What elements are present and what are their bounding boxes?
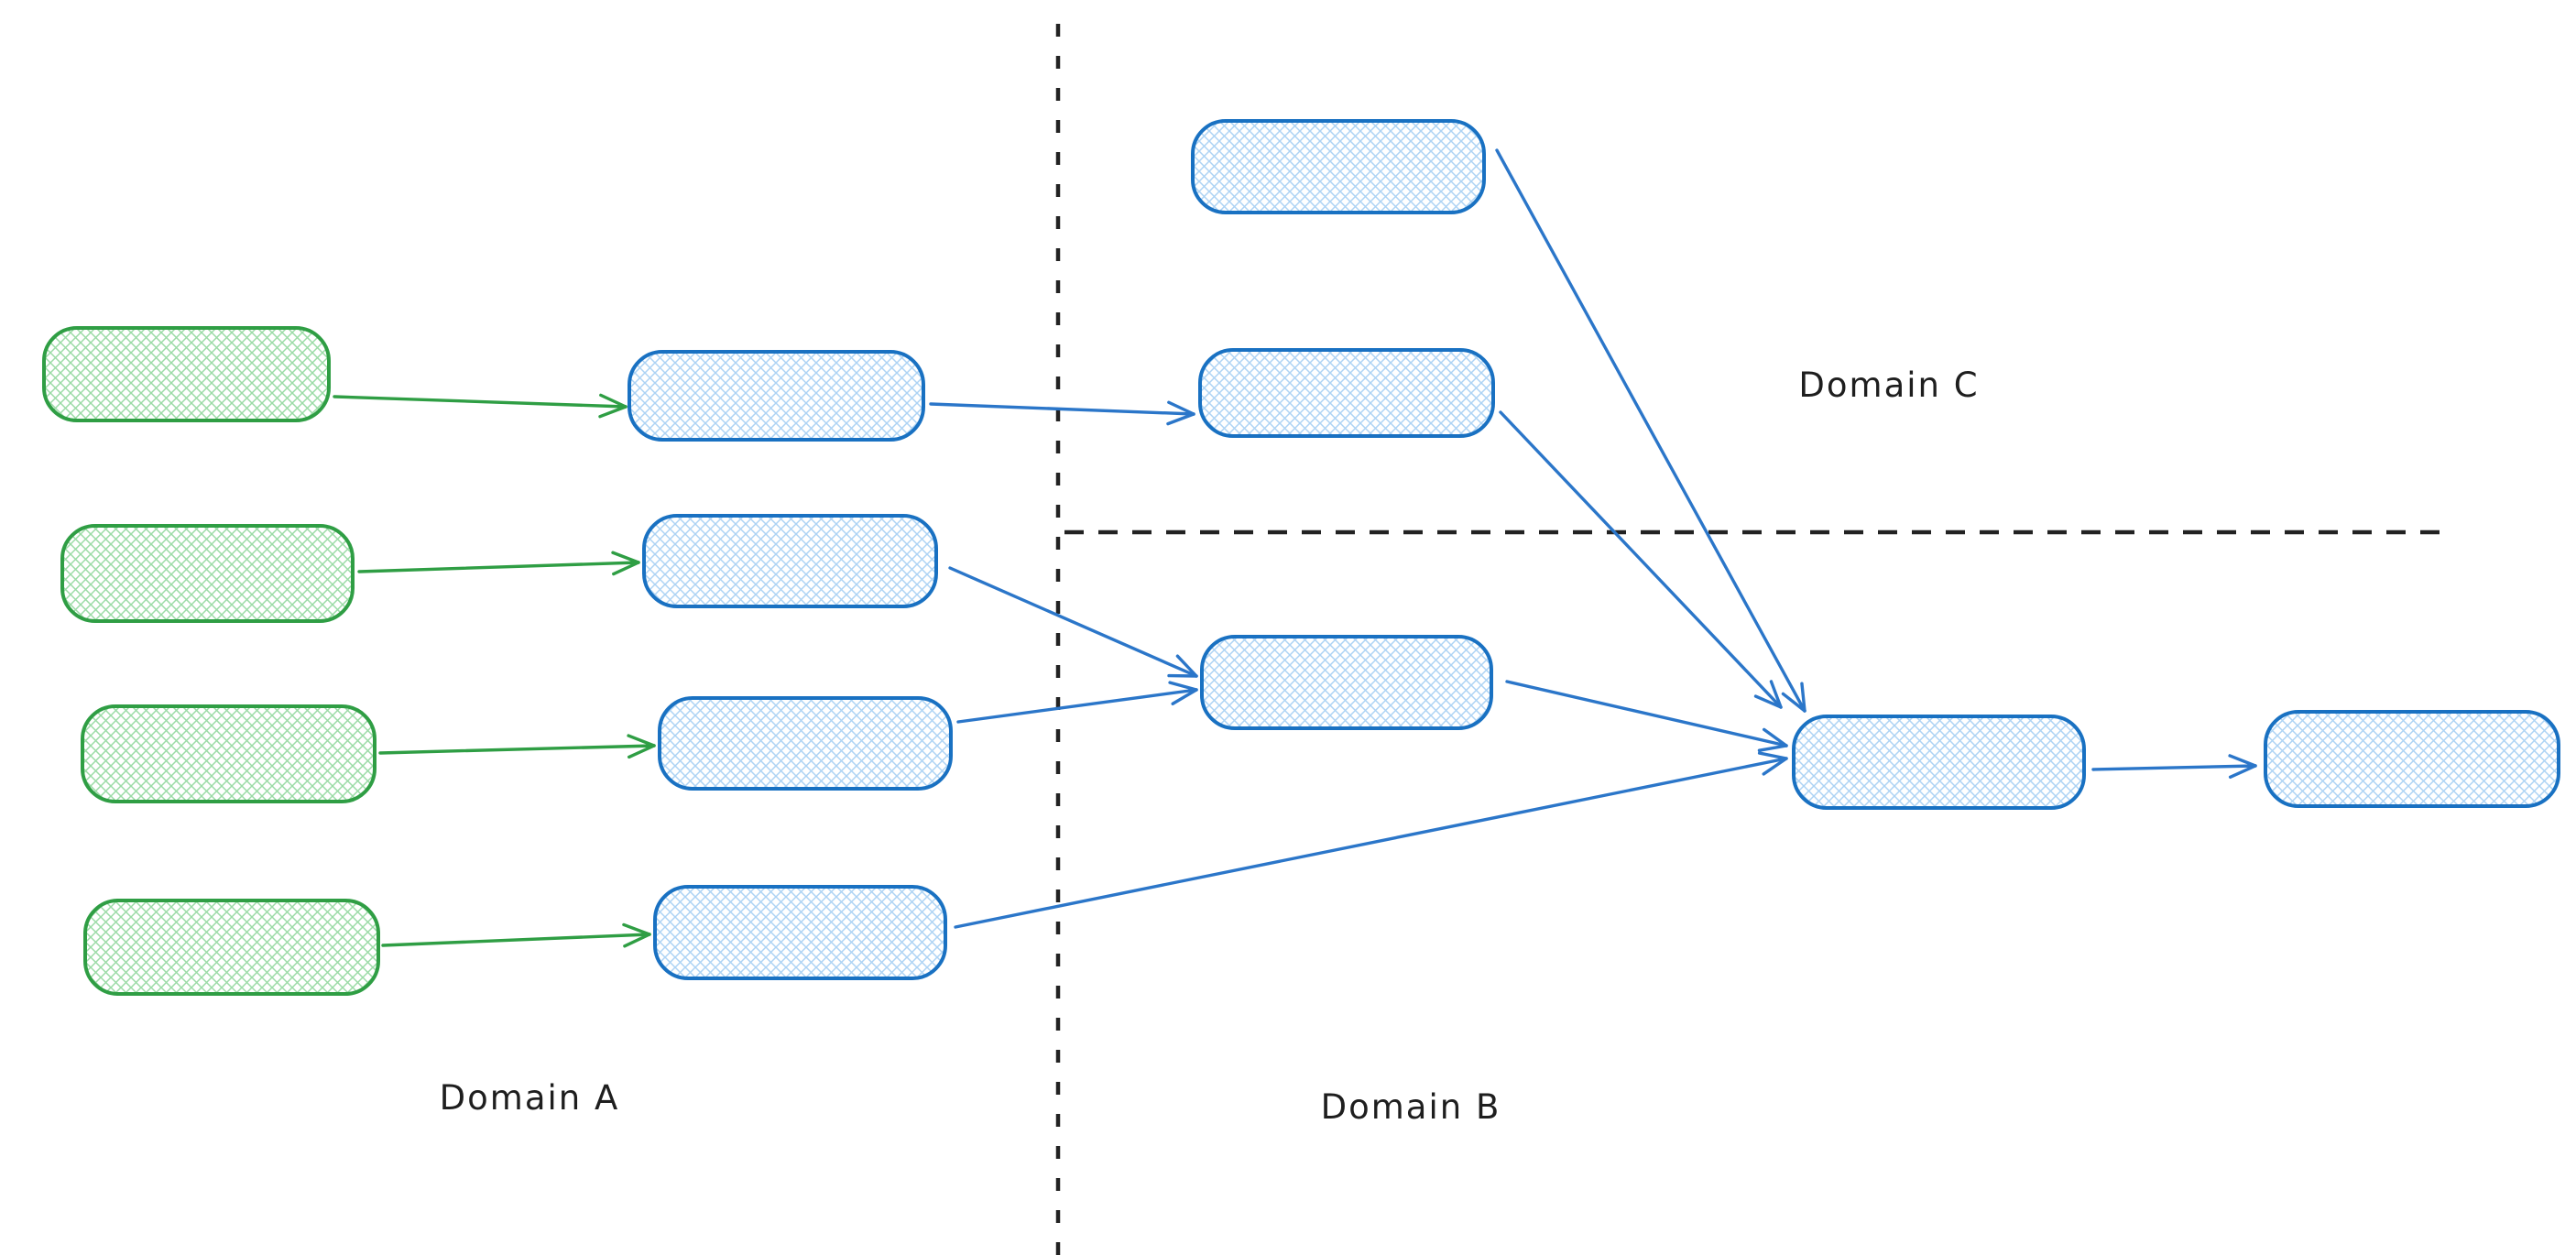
arrowhead xyxy=(1175,654,1198,678)
arrowhead xyxy=(1781,692,1806,713)
edge-cnode1-aggregator[interactable] xyxy=(1495,148,1806,713)
edge-source2-process2[interactable] xyxy=(357,551,640,576)
arrowhead xyxy=(1166,412,1195,426)
domain-a-process-2[interactable] xyxy=(642,514,938,608)
domain-b-aggregator[interactable] xyxy=(1792,715,2086,810)
domain-a-source-4[interactable] xyxy=(83,899,380,996)
arrowhead xyxy=(1769,680,1783,709)
arrowhead xyxy=(599,393,628,409)
edge-cnode2-aggregator[interactable] xyxy=(1499,410,1783,709)
domain-a-process-4[interactable] xyxy=(653,885,947,980)
edge-process2-bnode1[interactable] xyxy=(948,566,1198,678)
arrowhead xyxy=(1753,694,1783,709)
arrowhead xyxy=(1757,751,1788,760)
arrowhead xyxy=(1800,682,1806,713)
edge-source4-process4[interactable] xyxy=(381,922,651,948)
domain-a-label[interactable]: Domain A xyxy=(440,1078,620,1118)
edge-source1-process1[interactable] xyxy=(333,393,628,419)
edge-aggregator-output[interactable] xyxy=(2091,754,2257,780)
edge-process3-bnode1[interactable] xyxy=(956,681,1198,724)
arrowhead xyxy=(1171,688,1198,705)
arrowhead xyxy=(1168,681,1198,692)
domain-c-node-2[interactable] xyxy=(1198,348,1495,438)
arrowhead xyxy=(2228,764,2257,780)
arrowhead xyxy=(627,734,656,748)
edge-source3-process3[interactable] xyxy=(378,734,656,759)
edge-bnode1-aggregator[interactable] xyxy=(1505,680,1788,752)
arrowhead xyxy=(627,744,656,759)
arrowhead xyxy=(2228,754,2257,768)
domain-c-node-1[interactable] xyxy=(1191,119,1486,214)
edge-process4-aggregator[interactable] xyxy=(954,751,1788,929)
arrowhead xyxy=(622,922,651,936)
arrowhead xyxy=(611,551,640,564)
domain-a-source-3[interactable] xyxy=(81,704,377,803)
domain-c-label[interactable]: Domain C xyxy=(1798,366,1979,405)
arrowhead xyxy=(1757,744,1788,752)
arrowhead xyxy=(1762,727,1788,748)
arrowhead xyxy=(612,561,640,576)
domain-b-output[interactable] xyxy=(2264,710,2560,808)
arrowhead xyxy=(1762,757,1788,776)
domain-b-node-1[interactable] xyxy=(1200,635,1493,730)
domain-a-process-3[interactable] xyxy=(658,696,953,791)
domain-b-label[interactable]: Domain B xyxy=(1321,1087,1501,1127)
arrowhead xyxy=(598,405,628,419)
arrowhead xyxy=(623,933,651,948)
domain-a-process-1[interactable] xyxy=(628,350,925,442)
domain-a-source-2[interactable] xyxy=(60,524,355,623)
edge-process1-cnode2[interactable] xyxy=(929,400,1195,426)
domain-a-source-1[interactable] xyxy=(42,326,331,422)
arrowhead xyxy=(1167,400,1195,416)
